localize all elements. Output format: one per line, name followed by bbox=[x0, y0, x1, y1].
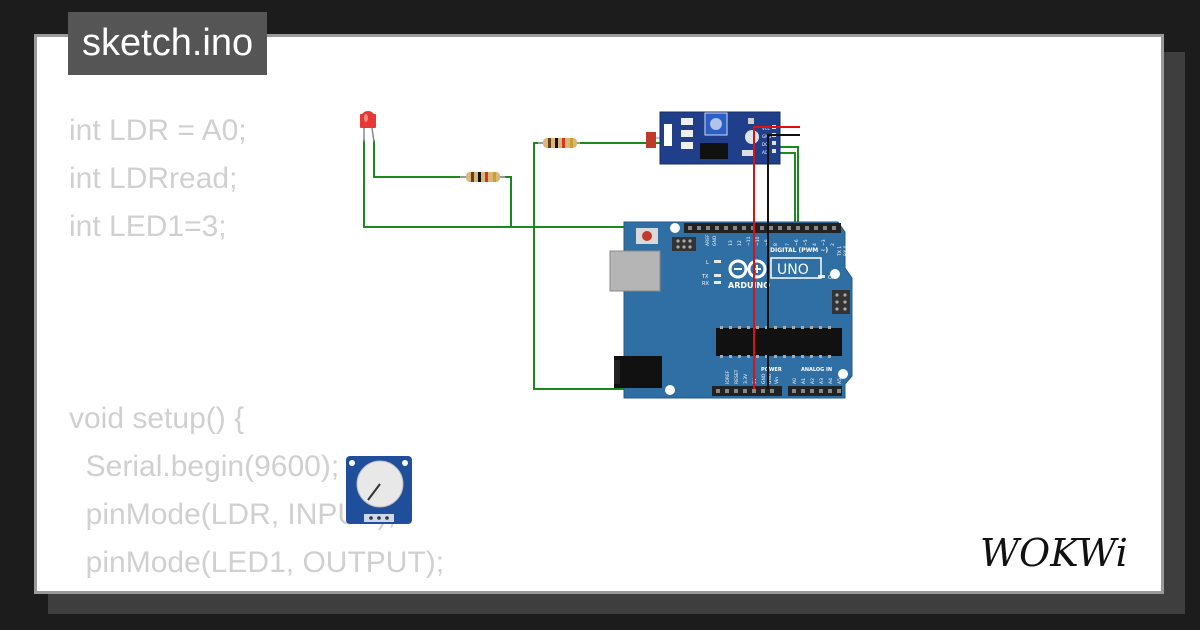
pin-8-label: 8 bbox=[773, 243, 779, 246]
pin-7-label: 7 bbox=[785, 243, 791, 246]
code-line: Serial.begin(9600); bbox=[69, 450, 340, 483]
a4-label: A4 bbox=[828, 378, 834, 384]
a5-label: A5 bbox=[837, 378, 843, 384]
wokwi-logo-text: WOKWi bbox=[980, 531, 1128, 574]
analog-label: ANALOG IN bbox=[801, 367, 832, 373]
board-brand: ARDUINO bbox=[728, 281, 770, 290]
digital-label: DIGITAL (PWM ~) bbox=[770, 247, 828, 254]
sketch-title: sketch.ino bbox=[68, 12, 268, 75]
a3-label: A3 bbox=[819, 378, 825, 384]
gnd-label: GND bbox=[712, 235, 718, 246]
code-line: pinMode(LED1, OUTPUT); bbox=[69, 546, 445, 579]
on-label: ON bbox=[828, 275, 836, 281]
arduino-logo-icon bbox=[728, 259, 767, 279]
wire-led-cathode bbox=[363, 140, 511, 228]
arduino-uno: UNO ARDUINO DIGITAL (PWM ~) POWER ANALOG… bbox=[609, 221, 853, 399]
code-line: int LDR = A0; bbox=[69, 114, 247, 147]
preview-card: int LDR = A0; int LDRread; int LED1=3; void… bbox=[34, 34, 1164, 594]
code-line: int LDRread; bbox=[69, 162, 238, 195]
ldr-pin-vcc: VCC bbox=[762, 126, 771, 131]
ioref-label: IOREF bbox=[725, 370, 731, 384]
3v3-label: 3.3V bbox=[743, 373, 749, 384]
reset-label: RESET bbox=[734, 369, 740, 384]
l-label: L bbox=[706, 260, 709, 266]
ldr-module: VCC GND DO AO bbox=[646, 111, 781, 165]
a2-label: A2 bbox=[810, 378, 816, 384]
pin-12-label: 12 bbox=[737, 240, 743, 246]
wire-5v bbox=[753, 126, 800, 389]
power-label: POWER bbox=[761, 367, 782, 373]
gnd2-label: GND bbox=[767, 373, 773, 384]
pin-6-label: ~6 bbox=[794, 239, 800, 246]
wire-resistor1-to-board bbox=[499, 176, 676, 228]
pin-tx-label: TX 1 bbox=[837, 246, 843, 257]
pin-rx-label: RX 0 bbox=[843, 245, 849, 256]
pin-3-label: ~3 bbox=[821, 239, 827, 246]
pin-2-label: 2 bbox=[830, 243, 836, 246]
pin-5-label: ~5 bbox=[803, 239, 809, 246]
vin-label: Vin bbox=[774, 377, 780, 384]
code-line: void setup() { bbox=[69, 402, 245, 435]
a1-label: A1 bbox=[801, 378, 807, 384]
potentiometer bbox=[346, 456, 412, 524]
wire-ground bbox=[767, 134, 800, 389]
supply-wires bbox=[753, 126, 800, 389]
ldr-pin-gnd: GND bbox=[762, 134, 771, 139]
ldr-pin-ao: AO bbox=[762, 150, 768, 155]
resistor-1 bbox=[460, 172, 505, 182]
pin-13-label: 13 bbox=[728, 240, 734, 246]
resistor-2 bbox=[538, 138, 580, 148]
code-line: int LED1=3; bbox=[69, 210, 227, 243]
pin-11-label: ~11 bbox=[746, 236, 752, 246]
pin-10-label: ~10 bbox=[755, 236, 761, 246]
rx-label: RX bbox=[702, 281, 709, 287]
pin-4-label: 4 bbox=[812, 243, 818, 246]
ldr-pin-do: DO bbox=[762, 142, 768, 147]
wire-led-anode bbox=[373, 140, 468, 178]
red-led bbox=[360, 111, 376, 143]
tx-label: TX bbox=[701, 274, 709, 280]
gnd1-label: GND bbox=[761, 373, 767, 384]
wokwi-logo: WOKWi bbox=[980, 531, 1128, 574]
aref-label: AREF bbox=[705, 234, 711, 246]
board-name: UNO bbox=[777, 262, 809, 278]
a0-label: A0 bbox=[792, 378, 798, 384]
